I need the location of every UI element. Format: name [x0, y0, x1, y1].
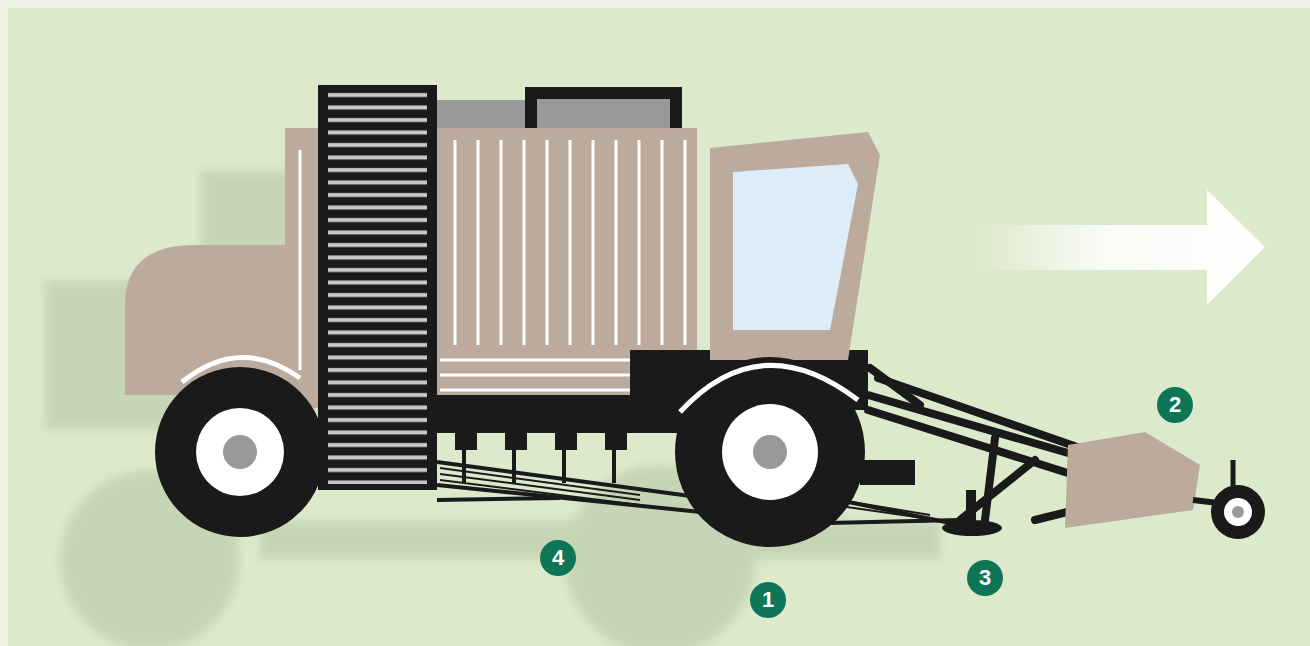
callout-number: 1 [750, 582, 786, 618]
underbody-teeth [455, 430, 627, 483]
rear-fender [182, 357, 300, 382]
rear-wheel [155, 367, 325, 537]
front-wheel [675, 357, 865, 547]
cab-window [733, 164, 858, 330]
front-mount [860, 460, 915, 485]
coulter-post [966, 490, 976, 525]
rear-wheel-hub [223, 435, 257, 469]
elevator [318, 85, 437, 490]
direction-arrow [975, 190, 1265, 305]
callout-number: 2 [1157, 387, 1193, 423]
callout-number: 4 [540, 540, 576, 576]
cab [710, 132, 880, 360]
topper-header [1065, 432, 1200, 528]
front-wheel-rim [722, 404, 818, 500]
elevator-slats [328, 89, 427, 484]
top-box [525, 87, 682, 128]
gauge-wheel [1211, 485, 1265, 539]
gauge-wheel-rim [1224, 498, 1252, 526]
front-wheel-hub [753, 435, 787, 469]
top-box-inner [537, 99, 670, 128]
top-cover [425, 100, 525, 128]
callout-number: 3 [967, 560, 1003, 596]
rear-wheel-rim [196, 408, 284, 496]
front-frame [868, 368, 1090, 520]
front-fender [680, 365, 858, 412]
gauge-wheel-hub [1232, 506, 1244, 518]
